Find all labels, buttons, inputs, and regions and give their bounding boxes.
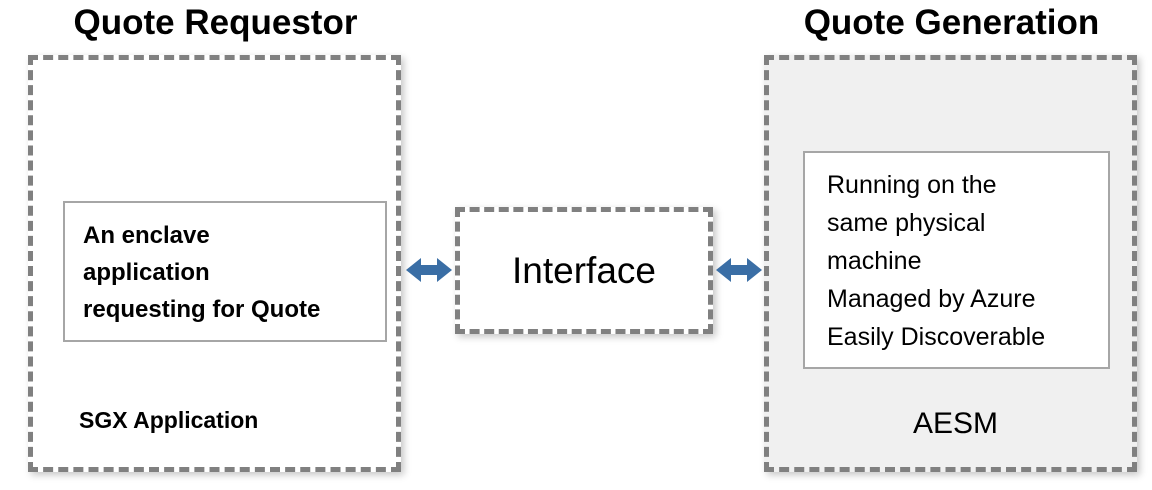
aesm-text-line: same physical: [827, 209, 986, 237]
aesm-label: AESM: [912, 407, 999, 440]
aesm-details-box: Running on the same physical machine Man…: [803, 151, 1110, 369]
aesm-text-line: Easily Discoverable: [827, 323, 1046, 351]
enclave-application-box: An enclave application requesting for Qu…: [63, 201, 387, 342]
double-arrow-icon-interface-generation: [716, 253, 762, 287]
sgx-application-label: SGX Application: [79, 407, 259, 433]
interface-label: Interface: [512, 249, 656, 291]
aesm-text-line: Managed by Azure: [827, 285, 1036, 313]
quote-requestor-container: An enclave application requesting for Qu…: [28, 55, 401, 472]
aesm-details-text: Running on the same physical machine Man…: [827, 166, 1108, 356]
enclave-application-text: An enclave application requesting for Qu…: [83, 217, 385, 328]
enclave-text-line: An enclave: [83, 222, 210, 249]
interface-box: Interface: [455, 207, 713, 334]
quote-generation-container: Running on the same physical machine Man…: [764, 55, 1137, 472]
enclave-text-line: requesting for Quote: [83, 296, 321, 323]
double-arrow-icon-requestor-interface: [406, 253, 452, 287]
aesm-text-line: Running on the: [827, 171, 997, 199]
quote-requestor-title: Quote Requestor: [73, 3, 358, 42]
aesm-text-line: machine: [827, 247, 922, 275]
enclave-text-line: application: [83, 259, 210, 286]
quote-generation-title: Quote Generation: [803, 3, 1100, 42]
